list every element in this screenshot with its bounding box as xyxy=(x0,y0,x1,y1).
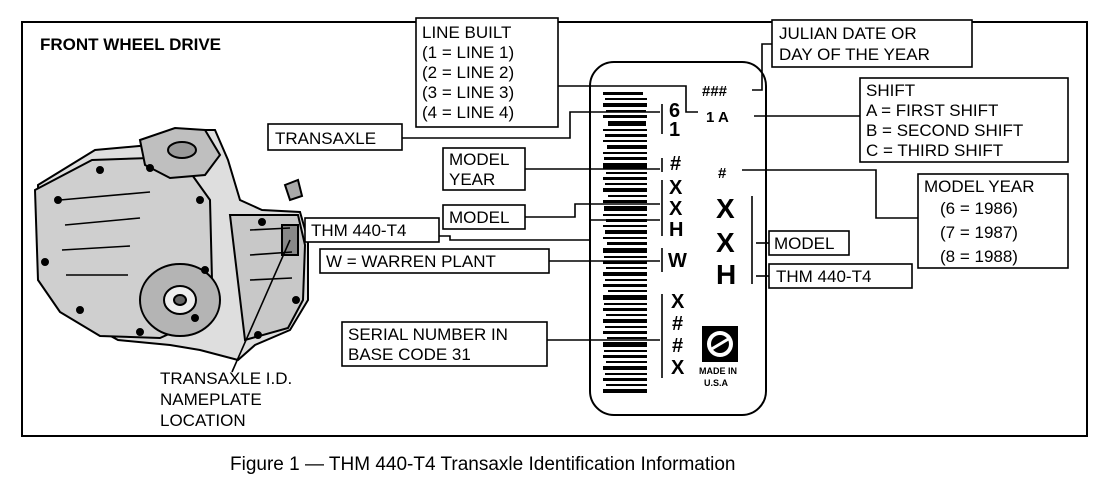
diagram-heading: FRONT WHEEL DRIVE xyxy=(40,35,221,54)
line-built-4: (4 = LINE 4) xyxy=(422,103,514,122)
callout-model-year-right xyxy=(917,173,1069,269)
plate-line-6: 6 xyxy=(669,100,680,122)
plate-model-big-x2: X xyxy=(716,227,735,258)
line-built-2: (2 = LINE 2) xyxy=(422,63,514,82)
plate-model-x2: X xyxy=(669,198,683,220)
plate-julian-code: ### xyxy=(702,83,728,100)
julian-line-2: DAY OF THE YEAR xyxy=(779,45,930,64)
model-left-label: MODEL xyxy=(449,208,509,227)
plate-year-right: # xyxy=(718,165,727,182)
location-line-3: LOCATION xyxy=(160,411,246,430)
thm-left-label: THM 440-T4 xyxy=(311,221,406,240)
julian-line-1: JULIAN DATE OR xyxy=(779,24,917,43)
callout-thm-left xyxy=(304,217,440,243)
shift-c: C = THIRD SHIFT xyxy=(866,141,1003,160)
callout-line-built xyxy=(415,17,559,128)
line-built-3: (3 = LINE 3) xyxy=(422,83,514,102)
plate-year-left: # xyxy=(670,153,681,175)
plate-model-big-x1: X xyxy=(716,193,735,224)
callout-julian-date xyxy=(771,19,973,68)
plate-model-h: H xyxy=(669,219,683,241)
shift-b: B = SECOND SHIFT xyxy=(866,121,1023,140)
line-built-1: (1 = LINE 1) xyxy=(422,43,514,62)
made-in-line-1: MADE IN xyxy=(699,366,737,376)
plate-serial-3: # xyxy=(672,335,683,357)
location-line-2: NAMEPLATE xyxy=(160,390,262,409)
model-year-right-8: (8 = 1988) xyxy=(940,247,1018,266)
plate-model-big-h: H xyxy=(716,259,736,290)
plate-serial-1: X xyxy=(671,291,685,313)
callout-model-left xyxy=(442,204,526,230)
callout-transaxle xyxy=(267,123,403,151)
hydramatic-logo xyxy=(702,326,738,362)
thm-right-label: THM 440-T4 xyxy=(776,267,871,286)
model-year-right-7: (7 = 1987) xyxy=(940,223,1018,242)
plate-serial-2: # xyxy=(672,313,683,335)
callout-serial-number xyxy=(341,321,548,367)
leader-lines xyxy=(402,43,918,341)
model-year-left-1: MODEL xyxy=(449,150,509,169)
model-year-right-6: (6 = 1986) xyxy=(940,199,1018,218)
plate-model-x1: X xyxy=(669,177,683,199)
model-right-label: MODEL xyxy=(774,234,834,253)
warren-label: W = WARREN PLANT xyxy=(326,252,496,271)
nameplate-pointer xyxy=(231,239,291,373)
serial-line-1: SERIAL NUMBER IN xyxy=(348,325,508,344)
shift-a: A = FIRST SHIFT xyxy=(866,101,998,120)
callout-thm-right xyxy=(768,263,913,289)
plate-line-shift: 1 A xyxy=(706,109,729,126)
shift-title: SHIFT xyxy=(866,81,915,100)
callout-model-year-left xyxy=(442,147,526,191)
serial-line-2: BASE CODE 31 xyxy=(348,345,471,364)
barcode xyxy=(603,92,647,393)
callout-shift xyxy=(859,77,1069,163)
transaxle-label: TRANSAXLE xyxy=(275,129,376,148)
plate-line-1: 1 xyxy=(669,119,680,141)
location-line-1: TRANSAXLE I.D. xyxy=(160,369,292,388)
made-in-line-2: U.S.A xyxy=(704,378,729,388)
plate-serial-4: X xyxy=(671,357,685,379)
transaxle-illustration xyxy=(33,126,309,362)
figure-caption: Figure 1 — THM 440-T4 Transaxle Identifi… xyxy=(230,454,736,475)
model-year-left-2: YEAR xyxy=(449,170,495,189)
line-built-title: LINE BUILT xyxy=(422,23,511,42)
model-year-right-title: MODEL YEAR xyxy=(924,177,1035,196)
plate-plant-w: W xyxy=(668,250,687,272)
